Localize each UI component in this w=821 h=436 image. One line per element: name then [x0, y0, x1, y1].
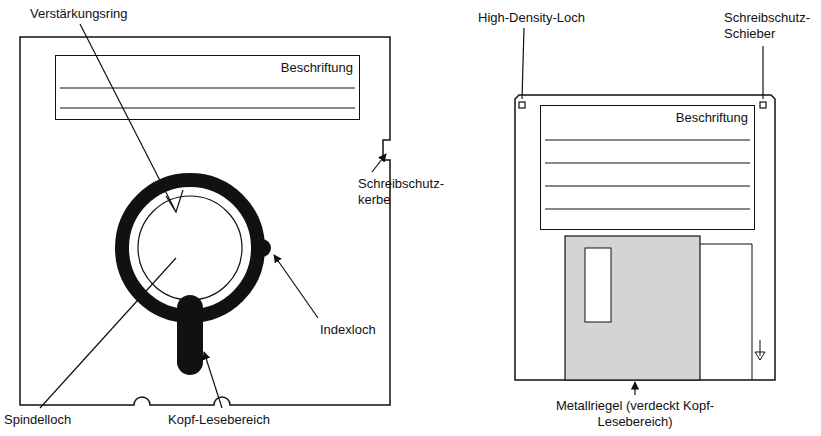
write-protect-slider — [760, 102, 766, 108]
label-area: Beschriftung — [540, 105, 755, 230]
leader-line — [634, 382, 635, 395]
shutter-track — [700, 244, 752, 245]
leader-line — [762, 46, 763, 99]
label-line — [545, 208, 750, 209]
label-area: Beschriftung — [55, 55, 360, 120]
part-label: Metallriegel (verdeckt Kopf-Lesebereich) — [540, 398, 730, 430]
spindle-hole — [138, 196, 242, 300]
leader-line — [80, 24, 183, 212]
part-label: High-Density-Loch — [478, 10, 585, 26]
label-line — [60, 107, 355, 108]
head-slot — [177, 295, 203, 375]
disk-outline — [515, 95, 775, 380]
index-hole — [253, 239, 271, 257]
label-line — [545, 139, 750, 140]
leader-line — [522, 28, 524, 99]
label-line — [545, 162, 750, 163]
high-density-hole — [519, 102, 525, 108]
part-label: Verstärkungsring — [30, 6, 128, 22]
direction-arrow — [755, 340, 765, 360]
label-heading: Beschriftung — [281, 60, 353, 75]
label-line — [60, 87, 355, 88]
label-heading: Beschriftung — [676, 110, 748, 125]
leader-line — [274, 255, 318, 318]
label-line — [545, 185, 750, 186]
leader-line — [40, 258, 176, 408]
leader-line — [372, 154, 386, 172]
shutter-track — [752, 244, 753, 380]
part-label: Schreibschutz- kerbe — [358, 176, 444, 208]
shutter-window — [585, 248, 611, 322]
metal-shutter — [565, 236, 700, 380]
part-label: Spindelloch — [4, 412, 71, 428]
part-label: Kopf-Lesebereich — [168, 412, 270, 428]
disk-outline — [20, 37, 390, 405]
part-label: Schreibschutz- Schieber — [724, 10, 810, 42]
part-label: Indexloch — [320, 322, 376, 338]
leader-line — [204, 352, 222, 408]
